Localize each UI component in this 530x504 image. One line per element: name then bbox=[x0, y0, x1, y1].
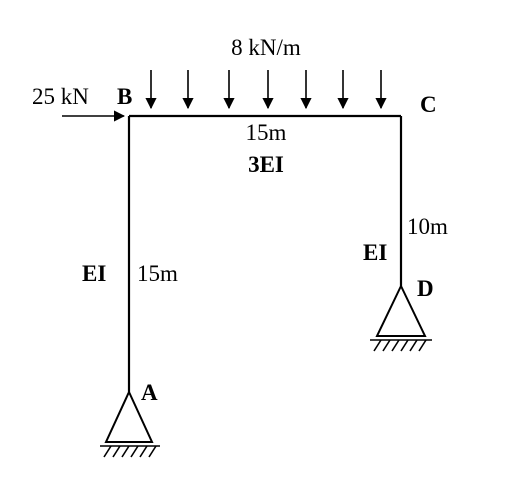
node-c-label: C bbox=[420, 92, 437, 117]
member-bc-length: 15m bbox=[246, 120, 287, 145]
pin-support-d bbox=[370, 283, 432, 352]
node-a-label: A bbox=[141, 380, 158, 405]
node-d-label: D bbox=[417, 276, 434, 301]
udl-label: 8 kN/m bbox=[231, 35, 301, 60]
point-load-label: 25 kN bbox=[32, 84, 89, 109]
pin-support-a bbox=[100, 389, 160, 458]
member-cd-stiffness: EI bbox=[363, 240, 387, 265]
ground-hatch-icon bbox=[100, 445, 160, 458]
member-bc-stiffness: 3EI bbox=[248, 152, 284, 177]
member-ab-length: 15m bbox=[137, 261, 178, 286]
pin-support-icon bbox=[375, 283, 427, 337]
pin-support-icon bbox=[104, 389, 154, 443]
member-ab-stiffness: EI bbox=[82, 261, 106, 286]
ground-hatch-icon bbox=[370, 339, 432, 352]
udl-arrows bbox=[145, 70, 387, 110]
member-cd-length: 10m bbox=[407, 214, 448, 239]
frame-members bbox=[127, 114, 403, 392]
node-b-label: B bbox=[117, 84, 132, 109]
